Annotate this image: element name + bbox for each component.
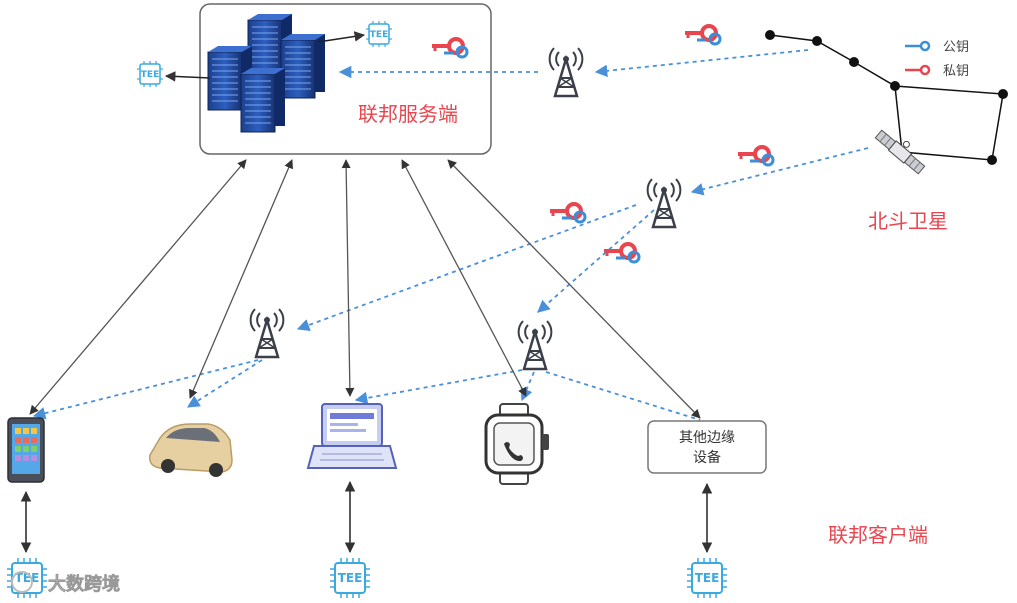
tee-chip-icon-laptop: TEE — [329, 557, 371, 599]
legend-private-key: 私钥 — [943, 64, 969, 79]
server-tee-link-right — [317, 31, 366, 43]
other-edge-device-label-line2: 设备 — [693, 449, 721, 466]
other-edge-device-box: 其他边缘 设备 — [647, 420, 767, 474]
keypair-icon-2 — [683, 24, 722, 46]
legend: 公钥 私钥 — [905, 40, 969, 79]
svg-text:TEE: TEE — [695, 571, 720, 585]
watermark: 大数跨境 — [11, 571, 120, 595]
tower-icon-right — [517, 319, 553, 371]
private-key-icon — [905, 64, 931, 76]
clients-label: 联邦客户端 — [828, 523, 928, 547]
satellite-icon — [874, 129, 926, 175]
other-edge-device-label-line1: 其他边缘 — [679, 430, 735, 446]
server-tee-link-left — [164, 71, 211, 82]
keypair-icon-3 — [736, 145, 775, 167]
car-icon — [148, 423, 233, 477]
public-key-icon — [905, 40, 931, 52]
svg-text:TEE: TEE — [15, 571, 40, 585]
svg-text:TEE: TEE — [338, 571, 363, 585]
smartwatch-icon — [484, 403, 549, 485]
tee-chip-icon-phone: TEE — [6, 557, 48, 599]
tee-chip-icon-server-right: TEE — [365, 20, 393, 48]
satellite-label: 北斗卫星 — [868, 209, 948, 233]
tee-chip-icon-edge: TEE — [686, 557, 728, 599]
tower-icon-top — [548, 46, 584, 98]
satellite-constellation — [769, 34, 1004, 161]
server-label: 联邦服务端 — [358, 102, 458, 126]
smartphone-icon — [7, 417, 45, 483]
solid-links — [29, 159, 701, 419]
svg-text:大数跨境: 大数跨境 — [48, 573, 120, 595]
keypair-icon-5 — [602, 242, 641, 264]
laptop-icon — [306, 403, 398, 469]
device-tee-links — [20, 480, 713, 554]
keypair-icon-4 — [548, 202, 587, 224]
svg-text:TEE: TEE — [370, 30, 388, 40]
tower-icon-left — [249, 307, 285, 359]
legend-public-key: 公钥 — [943, 40, 969, 55]
tee-chip-icon-server-left: TEE — [136, 60, 164, 88]
tower-icon-middle — [646, 177, 682, 229]
svg-text:TEE: TEE — [141, 70, 159, 80]
